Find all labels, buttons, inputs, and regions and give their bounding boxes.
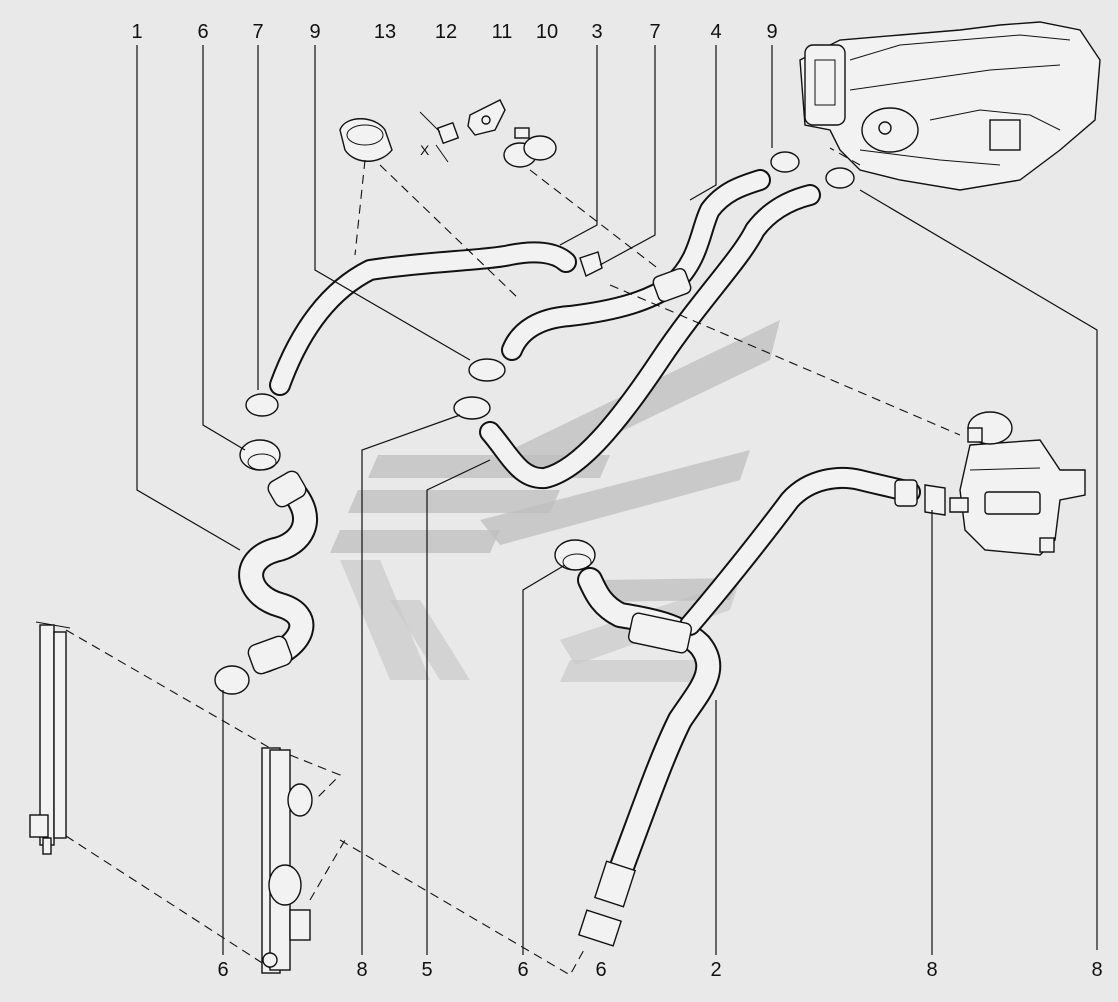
callouts-bottom: 6 8 5 6 6 2 8 8 bbox=[217, 959, 1102, 981]
hose-fittings bbox=[247, 267, 918, 947]
callouts-top: 1 6 7 9 13 12 11 10 3 7 4 9 bbox=[131, 21, 777, 43]
callout-3: 3 bbox=[591, 21, 602, 43]
clamp-6-mid bbox=[554, 539, 596, 571]
clamp-9-mid bbox=[468, 358, 506, 382]
callout-8-tank: 8 bbox=[926, 959, 937, 981]
callout-7-right: 7 bbox=[649, 21, 660, 43]
callout-6-mid: 6 bbox=[517, 959, 528, 981]
hose-3 bbox=[269, 241, 577, 396]
callout-2: 2 bbox=[710, 959, 721, 981]
leader-lines bbox=[136, 45, 1098, 955]
radiator bbox=[29, 621, 346, 974]
hose-1 bbox=[238, 475, 318, 673]
clamp-10 bbox=[503, 127, 557, 168]
callout-11: 11 bbox=[492, 21, 513, 43]
bracket-11 bbox=[467, 99, 506, 136]
clamp-13 bbox=[339, 118, 393, 162]
callout-9-right: 9 bbox=[766, 21, 777, 43]
torque-mark-x: X bbox=[420, 142, 430, 158]
callout-6-top: 6 bbox=[197, 21, 208, 43]
callout-6-bottom: 6 bbox=[595, 959, 606, 981]
expansion-tank bbox=[949, 411, 1086, 556]
clamp-7-left bbox=[245, 393, 279, 417]
hose-5 bbox=[479, 184, 821, 490]
clamp-8-top bbox=[825, 167, 855, 189]
nut-12 bbox=[419, 111, 460, 163]
clamp-9-top bbox=[770, 151, 800, 173]
callout-5: 5 bbox=[421, 959, 432, 981]
callout-8-left: 8 bbox=[356, 959, 367, 981]
callout-6-radiator: 6 bbox=[217, 959, 228, 981]
callout-9-left: 9 bbox=[309, 21, 320, 43]
callout-4: 4 bbox=[710, 21, 721, 43]
clamp-8-tank bbox=[924, 484, 946, 516]
hose-2 bbox=[577, 466, 921, 898]
callout-8-right: 8 bbox=[1091, 959, 1102, 981]
callout-10: 10 bbox=[536, 21, 558, 43]
callout-7-left: 7 bbox=[252, 21, 263, 43]
engine-block bbox=[799, 21, 1101, 191]
callout-1: 1 bbox=[131, 21, 142, 43]
clamp-6-radiator bbox=[214, 665, 250, 695]
clamp-8-mid bbox=[453, 396, 491, 420]
clamp-7-top bbox=[579, 251, 603, 277]
callout-13: 13 bbox=[374, 21, 396, 43]
watermark-logo bbox=[330, 320, 780, 682]
clamp-6-left bbox=[239, 439, 281, 471]
assembly-lines bbox=[339, 147, 961, 976]
callout-12: 12 bbox=[435, 21, 457, 43]
